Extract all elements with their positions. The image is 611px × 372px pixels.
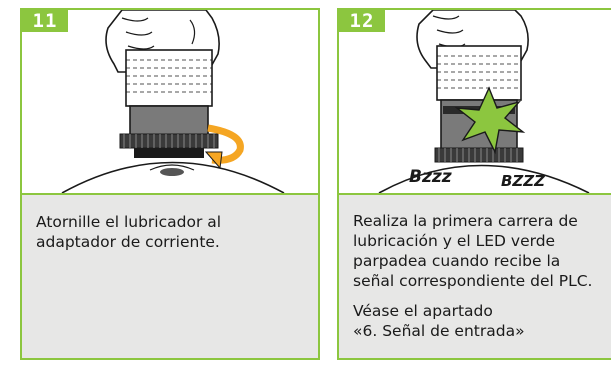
step-12-note: Véase el apartado «6. Señal de entrada» <box>353 302 525 340</box>
step-11-description: Atornille el lubricador al adaptador de … <box>36 213 222 251</box>
lubricator-led-illustration: Bzzz BZZZ <box>378 10 590 193</box>
rotation-arrow-icon <box>207 124 244 164</box>
step-12-illustration: Bzzz BZZZ <box>339 10 611 193</box>
step-12-description: Realiza la primera carrera de lubricació… <box>353 212 593 290</box>
sound-text-right: BZZZ <box>501 172 546 190</box>
adapter-dome <box>61 161 285 193</box>
led-flash-star-icon <box>454 86 526 155</box>
step-11-illustration <box>22 10 318 193</box>
step-card-11: 11 <box>20 8 320 360</box>
step-number-badge: 11 <box>22 10 68 32</box>
sound-text-left: Bzzz <box>409 167 452 187</box>
adapter-dome <box>378 164 590 193</box>
step-11-text-panel: Atornille el lubricador al adaptador de … <box>22 193 318 358</box>
step-12-text-panel: Realiza la primera carrera de lubricació… <box>339 193 611 358</box>
step-number-badge: 12 <box>339 10 385 32</box>
step-card-12: 12 Bzzz BZZZ <box>337 8 611 360</box>
lubricator-screw-illustration <box>61 10 285 193</box>
